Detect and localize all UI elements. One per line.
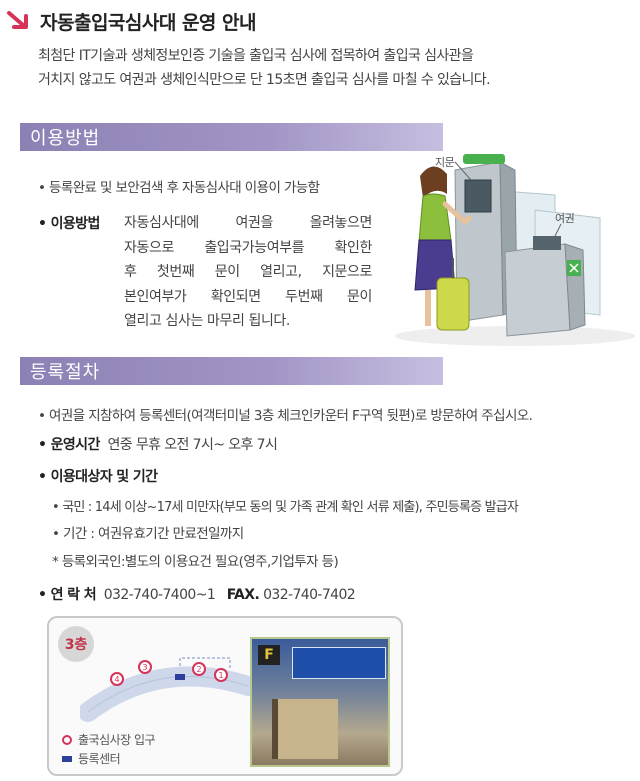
eligible-label: 이용대상자 및 기간 (50, 469, 158, 485)
arrow-down-right-icon (7, 11, 28, 29)
page-title-row: 자동출입국심사대 운영 안내 (6, 6, 257, 36)
usage-method-label-text: 이용방법 (50, 216, 101, 232)
fingerprint-label: 지문 (435, 156, 455, 169)
usage-method-paragraph: 자동심사대에 여권을 올려놓으면 자동으로 출입국가능여부를 확인한 후 첫번째… (124, 211, 372, 334)
intro-line-1: 최첨단 IT기술과 생체정보인증 기술을 출입국 심사에 접목하여 출입국 심사… (38, 48, 474, 64)
method-line-3: 후 첫번째 문이 열리고, 지문으로 (124, 264, 372, 280)
method-line-2: 자동으로 출입국가능여부를 확인한 (124, 239, 372, 256)
contact-row: • 연 락 처 032-740-7400~1 FAX. 032-740-7402 (38, 587, 356, 603)
floor-badge: 3층 (58, 626, 94, 662)
gate-marker-4: 4 (110, 672, 124, 686)
signboard (292, 647, 386, 679)
sign-letter: F (258, 645, 280, 665)
gate-marker-2: 2 (192, 662, 206, 676)
gate-marker-3: 3 (138, 660, 152, 674)
intro-line-2: 거치지 않고도 여권과 생체인식만으로 단 15초면 출입국 심사를 마칠 수 … (38, 72, 491, 88)
usage-header-label: 이용방법 (30, 128, 101, 149)
automated-gate-illustration (395, 154, 635, 346)
contact-label: 연 락 처 (50, 587, 97, 603)
legend-entrance: 출국심사장 입구 (62, 731, 156, 748)
registration-center-photo: F (250, 637, 390, 767)
registration-section-header: 등록절차 (20, 357, 443, 385)
legend-entrance-label: 출국심사장 입구 (78, 733, 156, 747)
circle-icon (62, 734, 72, 745)
registration-center-marker (175, 674, 185, 680)
hours-row: • 운영시간 연중 무휴 오전 7시~ 오후 7시 (38, 437, 278, 453)
gate-illustration: 지문 여권 (385, 140, 635, 350)
square-marker-icon (62, 755, 72, 762)
hours-label: 운영시간 (50, 437, 101, 453)
hours-value: 연중 무휴 오전 7시~ 오후 7시 (107, 437, 278, 453)
foreigner-row: * 등록외국인:별도의 이용요건 필요(영주,기업투자 등) (52, 554, 339, 570)
registration-bullet-1: • 여권을 지참하여 등록센터(여객터미널 3층 체크인카운터 F구역 뒷편)로… (38, 408, 533, 424)
intro-text: 최첨단 IT기술과 생체정보인증 기술을 출입국 심사에 접목하여 출입국 심사… (38, 44, 628, 92)
method-line-4: 본인여부가 확인되면 두번째 문이 (124, 288, 372, 305)
fax-value: 032-740-7402 (263, 587, 356, 603)
contact-phone: 032-740-7400~1 (103, 587, 216, 603)
usage-section-header: 이용방법 (20, 123, 443, 151)
usage-bullet-1: • 등록완료 및 보안검색 후 자동심사대 이용이 가능함 (38, 180, 320, 196)
method-line-1: 자동심사대에 여권을 올려놓으면 (124, 215, 372, 231)
eligible-row: • 이용대상자 및 기간 (38, 469, 158, 485)
citizen-row: • 국민 : 14세 이상~17세 미만자(부모 동의 및 가족 관계 확인 서… (52, 500, 519, 515)
terminal-map-drawing (78, 657, 258, 722)
terminal-map: 4 3 2 1 (78, 640, 258, 730)
registration-header-label: 등록절차 (30, 362, 101, 383)
legend-center-label: 등록센터 (78, 752, 121, 766)
page-title: 자동출입국심사대 운영 안내 (40, 11, 257, 34)
fax-label: FAX. (226, 587, 260, 603)
passport-label: 여권 (555, 212, 575, 225)
gate-marker-1: 1 (214, 668, 228, 682)
usage-method-label: • 이용방법 (38, 216, 101, 232)
counter-photo-area (272, 699, 338, 759)
legend-center: 등록센터 (62, 750, 121, 767)
method-line-5: 열리고 심사는 마무리 됩니다. (124, 313, 290, 329)
period-row: • 기간 : 여권유효기간 만료전일까지 (52, 526, 244, 542)
